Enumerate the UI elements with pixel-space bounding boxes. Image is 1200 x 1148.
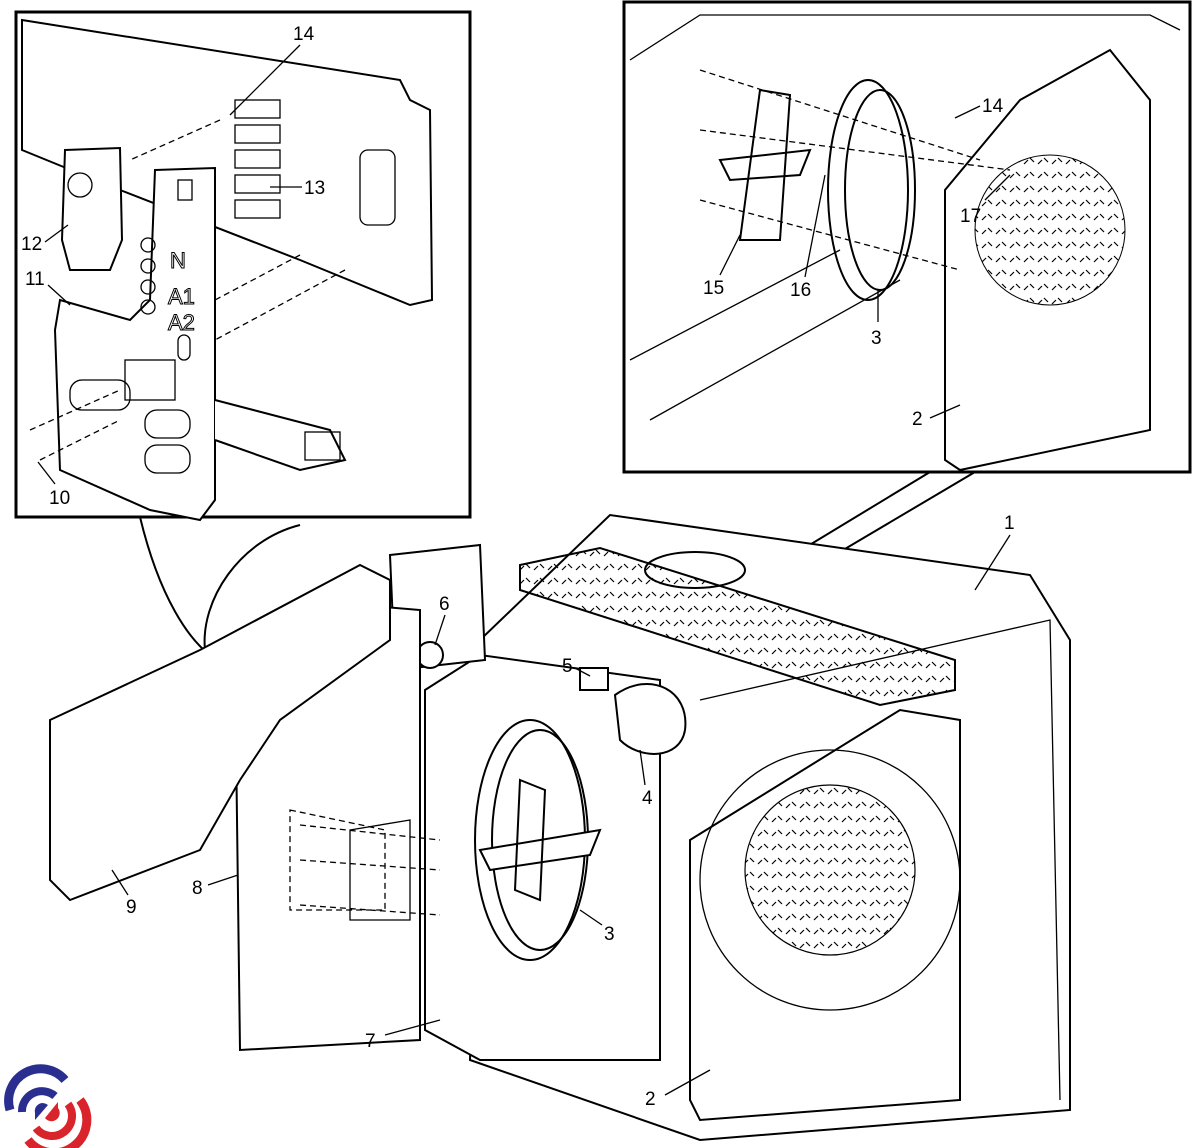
main-callouts: 1 6 5 4 3 9 8 7 2 [111, 513, 1015, 1110]
brand-logo [4, 1064, 92, 1148]
lamp-holder-5 [579, 667, 609, 691]
callout-14: 14 [293, 24, 315, 45]
callout-4: 4 [642, 788, 653, 809]
callout-3: 3 [604, 924, 615, 945]
callout-11: 11 [25, 269, 45, 290]
lamp-4 [613, 683, 687, 755]
callout-5: 5 [562, 656, 573, 677]
fan-blade [478, 778, 602, 902]
callout-r14: 14 [982, 96, 1004, 117]
heating-element-3 [827, 79, 909, 301]
main-assembly: 1 6 5 4 3 9 8 7 2 [49, 513, 1071, 1142]
callout-2: 2 [645, 1089, 656, 1110]
inset-right-fan-detail: 14 17 15 16 3 2 [622, 0, 1192, 474]
back-panel-9 [49, 563, 391, 902]
callout-r2: 2 [912, 409, 923, 430]
callout-13: 13 [304, 178, 325, 199]
callout-9: 9 [126, 897, 137, 918]
callout-17: 17 [960, 206, 981, 227]
callout-10: 10 [49, 488, 70, 509]
callout-1: 1 [1004, 513, 1015, 534]
callout-6: 6 [439, 594, 450, 615]
callout-8: 8 [192, 878, 203, 899]
callout-16: 16 [790, 280, 811, 301]
panel-mark-n: N [170, 248, 186, 273]
fan-blade-15 [718, 88, 812, 241]
terminal-block-13 [234, 99, 281, 219]
callout-12: 12 [21, 234, 42, 255]
panel-mark-a2: A2 [168, 310, 195, 335]
callout-7: 7 [365, 1031, 376, 1052]
callout-15: 15 [703, 278, 724, 299]
inset-left-control-panel-detail: N A1 A2 14 13 12 11 10 [14, 10, 472, 522]
fan-motor-12 [60, 146, 124, 271]
panel-mark-a1: A1 [168, 284, 195, 309]
callout-r3: 3 [871, 328, 882, 349]
insulation-slab [519, 546, 956, 707]
